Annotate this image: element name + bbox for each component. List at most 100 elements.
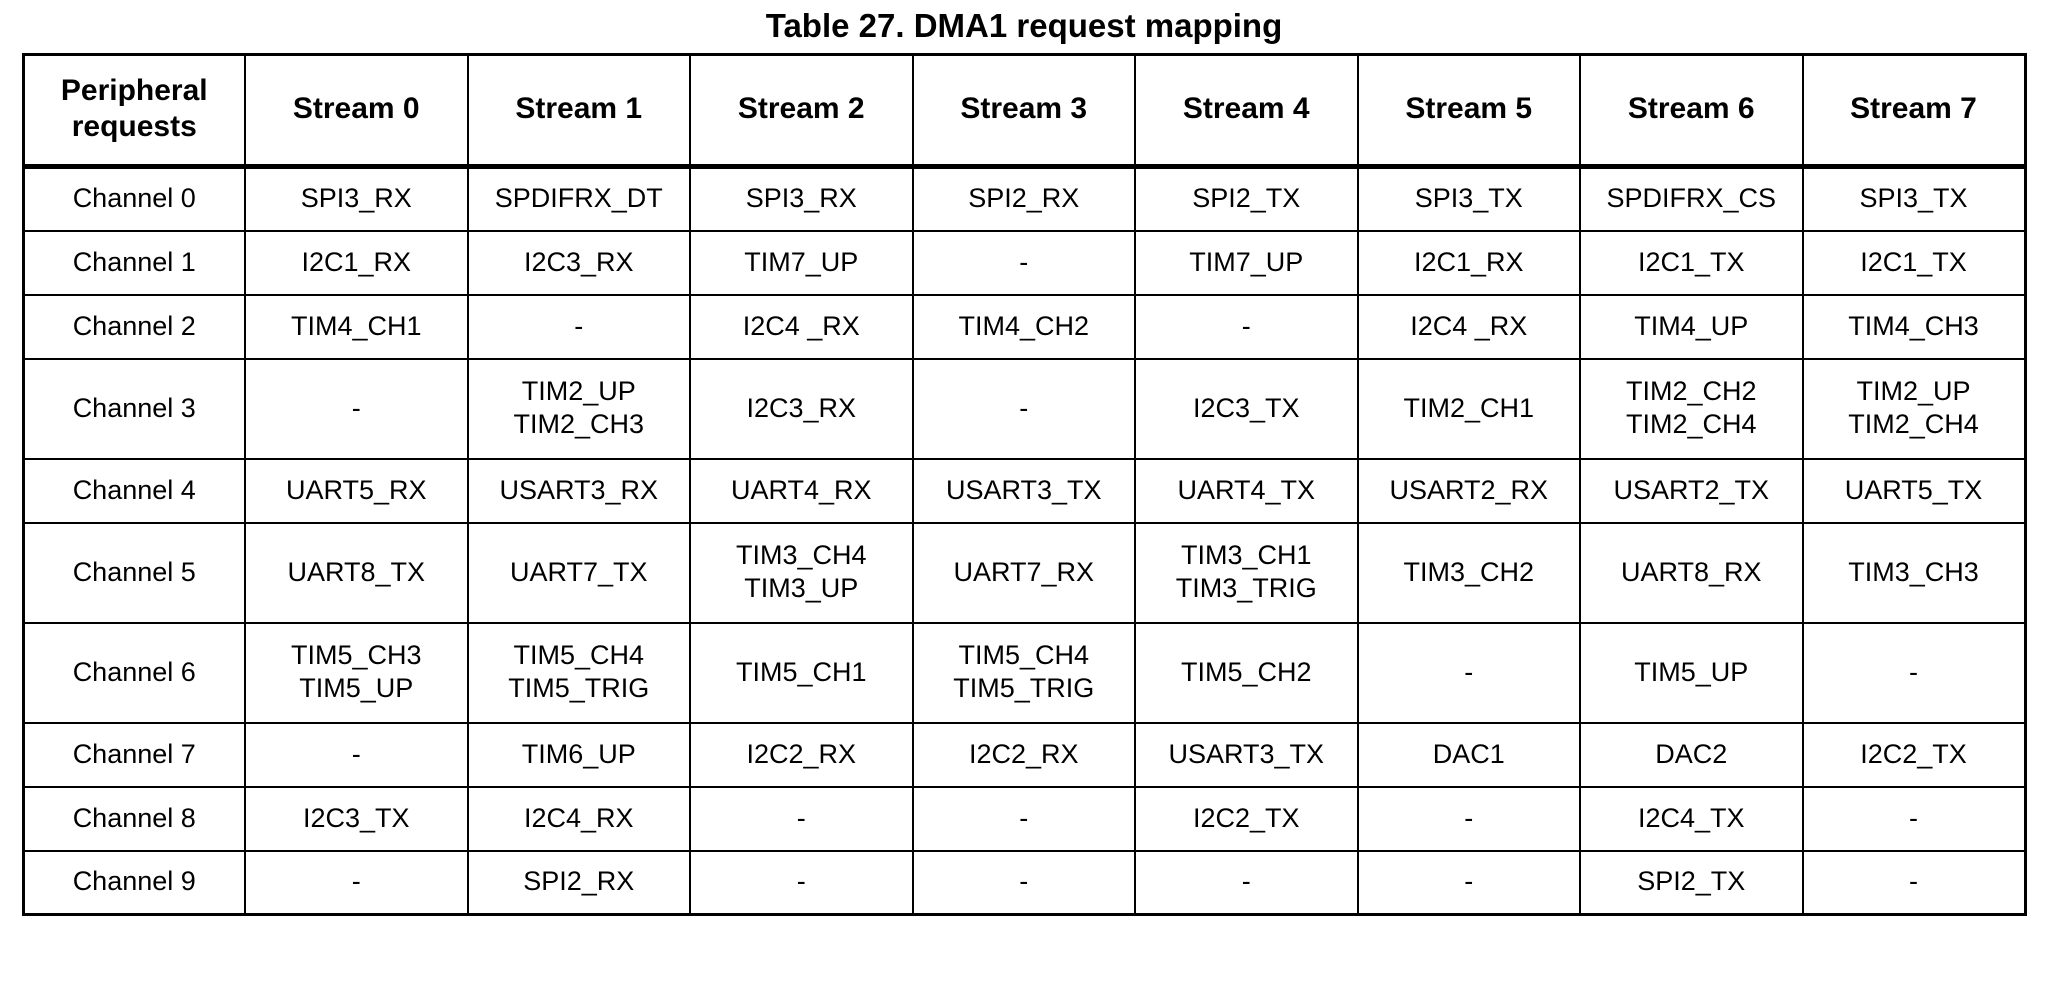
row-header-channel-3: Channel 3	[23, 358, 246, 460]
cell-channel-4-stream-5: USART2_RX	[1357, 458, 1581, 524]
row-header-channel-2: Channel 2	[23, 294, 246, 360]
cell-channel-7-stream-2: I2C2_RX	[690, 722, 914, 788]
cell-channel-6-stream-2: TIM5_CH1	[690, 622, 914, 724]
cell-channel-3-stream-4: I2C3_TX	[1135, 358, 1359, 460]
cell-channel-9-stream-0: -	[245, 850, 469, 915]
table-header: Peripheral requests Stream 0 Stream 1 St…	[23, 54, 2025, 169]
cell-channel-2-stream-4: -	[1135, 294, 1359, 360]
row-header-channel-6: Channel 6	[23, 622, 246, 724]
cell-channel-3-stream-1: TIM2_UP TIM2_CH3	[467, 358, 691, 460]
cell-channel-7-stream-1: TIM6_UP	[467, 722, 691, 788]
cell-channel-5-stream-6: UART8_RX	[1580, 522, 1804, 624]
cell-channel-0-stream-5: SPI3_TX	[1357, 166, 1581, 232]
row-header-channel-1: Channel 1	[23, 230, 246, 296]
cell-channel-1-stream-5: I2C1_RX	[1357, 230, 1581, 296]
column-header-stream-2: Stream 2	[690, 54, 914, 169]
cell-channel-2-stream-3: TIM4_CH2	[912, 294, 1136, 360]
cell-channel-2-stream-1: -	[467, 294, 691, 360]
cell-channel-0-stream-2: SPI3_RX	[690, 166, 914, 232]
cell-channel-2-stream-0: TIM4_CH1	[245, 294, 469, 360]
cell-channel-5-stream-2: TIM3_CH4 TIM3_UP	[690, 522, 914, 624]
cell-channel-0-stream-7: SPI3_TX	[1802, 166, 2025, 232]
cell-channel-9-stream-2: -	[690, 850, 914, 915]
cell-channel-6-stream-6: TIM5_UP	[1580, 622, 1804, 724]
row-header-channel-9: Channel 9	[23, 850, 246, 915]
column-header-stream-4: Stream 4	[1135, 54, 1359, 169]
page-title: Table 27. DMA1 request mapping	[765, 7, 1283, 44]
cell-channel-6-stream-1: TIM5_CH4 TIM5_TRIG	[467, 622, 691, 724]
cell-channel-2-stream-6: TIM4_UP	[1580, 294, 1804, 360]
cell-channel-8-stream-5: -	[1357, 786, 1581, 852]
cell-channel-1-stream-3: -	[912, 230, 1136, 296]
cell-channel-3-stream-2: I2C3_RX	[690, 358, 914, 460]
cell-channel-9-stream-3: -	[912, 850, 1136, 915]
cell-channel-5-stream-5: TIM3_CH2	[1357, 522, 1581, 624]
row-header-channel-4: Channel 4	[23, 458, 246, 524]
cell-channel-6-stream-4: TIM5_CH2	[1135, 622, 1359, 724]
cell-channel-9-stream-6: SPI2_TX	[1580, 850, 1804, 915]
cell-channel-6-stream-3: TIM5_CH4 TIM5_TRIG	[912, 622, 1136, 724]
cell-channel-7-stream-5: DAC1	[1357, 722, 1581, 788]
cell-channel-8-stream-6: I2C4_TX	[1580, 786, 1804, 852]
cell-channel-0-stream-6: SPDIFRX_CS	[1580, 166, 1804, 232]
cell-channel-3-stream-5: TIM2_CH1	[1357, 358, 1581, 460]
cell-channel-8-stream-1: I2C4_RX	[467, 786, 691, 852]
cell-channel-6-stream-7: -	[1802, 622, 2025, 724]
table-row: Channel 9-SPI2_RX----SPI2_TX-	[23, 850, 2025, 915]
cell-channel-2-stream-2: I2C4 _RX	[690, 294, 914, 360]
column-header-stream-7: Stream 7	[1802, 54, 2025, 169]
cell-channel-4-stream-6: USART2_TX	[1580, 458, 1804, 524]
cell-channel-0-stream-1: SPDIFRX_DT	[467, 166, 691, 232]
cell-channel-1-stream-0: I2C1_RX	[245, 230, 469, 296]
cell-channel-9-stream-1: SPI2_RX	[467, 850, 691, 915]
dma1-request-mapping-table: Peripheral requests Stream 0 Stream 1 St…	[21, 53, 2027, 916]
cell-channel-5-stream-0: UART8_TX	[245, 522, 469, 624]
cell-channel-8-stream-3: -	[912, 786, 1136, 852]
cell-channel-1-stream-4: TIM7_UP	[1135, 230, 1359, 296]
cell-channel-4-stream-1: USART3_RX	[467, 458, 691, 524]
column-header-stream-1: Stream 1	[467, 54, 691, 169]
cell-channel-7-stream-6: DAC2	[1580, 722, 1804, 788]
cell-channel-6-stream-5: -	[1357, 622, 1581, 724]
column-header-stream-5: Stream 5	[1357, 54, 1581, 169]
cell-channel-9-stream-7: -	[1909, 866, 1918, 897]
cell-channel-7-stream-4: USART3_TX	[1135, 722, 1359, 788]
cell-channel-1-stream-2: TIM7_UP	[690, 230, 914, 296]
cell-channel-5-stream-4: TIM3_CH1 TIM3_TRIG	[1135, 522, 1359, 624]
cell-channel-4-stream-7: UART5_TX	[1802, 458, 2025, 524]
cell-channel-1-stream-1: I2C3_RX	[467, 230, 691, 296]
cell-channel-7-stream-0: -	[245, 722, 469, 788]
cell-channel-8-stream-4: I2C2_TX	[1135, 786, 1359, 852]
row-header-channel-0: Channel 0	[23, 166, 246, 232]
cell-channel-8-stream-7: -	[1802, 786, 2025, 852]
cell-channel-3-stream-6: TIM2_CH2 TIM2_CH4	[1580, 358, 1804, 460]
cell-channel-8-stream-2: -	[690, 786, 914, 852]
cell-channel-8-stream-0: I2C3_TX	[245, 786, 469, 852]
cell-channel-9-stream-5: -	[1357, 850, 1581, 915]
cell-channel-4-stream-3: USART3_TX	[912, 458, 1136, 524]
cell-channel-0-stream-3: SPI2_RX	[912, 166, 1136, 232]
cell-channel-6-stream-0: TIM5_CH3 TIM5_UP	[245, 622, 469, 724]
cell-channel-5-stream-7: TIM3_CH3	[1802, 522, 2025, 624]
cell-channel-4-stream-4: UART4_TX	[1135, 458, 1359, 524]
cell-channel-5-stream-3: UART7_RX	[912, 522, 1136, 624]
column-header-stream-0: Stream 0	[245, 54, 469, 169]
cell-channel-1-stream-7: I2C1_TX	[1802, 230, 2025, 296]
cell-channel-7-stream-7: I2C2_TX	[1802, 722, 2025, 788]
cell-channel-9-stream-4: -	[1135, 850, 1359, 915]
column-header-stream-3: Stream 3	[912, 54, 1136, 169]
column-header-stream-6: Stream 6	[1580, 54, 1804, 169]
cell-channel-5-stream-1: UART7_TX	[467, 522, 691, 624]
cell-channel-4-stream-2: UART4_RX	[690, 458, 914, 524]
cell-channel-0-stream-0: SPI3_RX	[245, 166, 469, 232]
cell-channel-7-stream-3: I2C2_RX	[912, 722, 1136, 788]
